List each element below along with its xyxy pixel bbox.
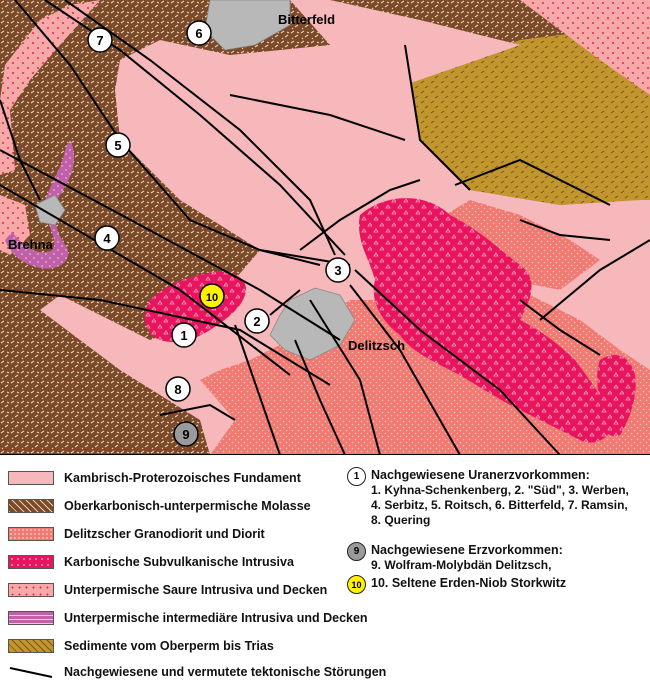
svg-text:2: 2 [253,314,260,329]
swatch-subvulkanit [8,555,54,569]
saure-intrusiva-nw [0,0,100,110]
marker-9[interactable]: 9 [173,421,199,447]
ore-line-1: 9. Wolfram-Molybdän Delitzsch, [371,558,552,572]
marker-10[interactable]: 10 [199,283,225,309]
legend-item-intermediaer: Unterpermische intermediäre Intrusiva un… [8,609,368,627]
town-delitzsch-area [269,287,356,361]
svg-text:6: 6 [195,26,202,41]
saure-intrusiva-ne [520,0,650,95]
svg-text:5: 5 [114,138,121,153]
town-label-brehna: Brehna [8,237,54,252]
legend-label: Kambrisch-Proterozoisches Fundament [64,471,301,485]
uranium-line-1: 1. Kyhna-Schenkenberg, 2. "Süd", 3. Werb… [371,483,629,497]
geological-map: Bitterfeld Brehna Delitzsch 7 6 5 4 3 10 [0,0,650,455]
marker-8[interactable]: 8 [165,376,191,402]
svg-text:10: 10 [206,292,218,304]
legend-item-subvulkanit: Karbonische Subvulkanische Intrusiva [8,553,294,571]
swatch-intermediaer [8,611,54,625]
swatch-oberperm-trias [8,639,54,653]
svg-text:4: 4 [103,231,111,246]
legend-label: Oberkarbonisch-unterpermische Molasse [64,499,311,513]
map-legend: Kambrisch-Proterozoisches Fundament Ober… [0,455,650,688]
legend-item-faults: Nachgewiesene und vermutete tektonische … [8,663,386,681]
swatch-saure-intrusiva [8,583,54,597]
svg-text:1: 1 [180,328,187,343]
legend-uranium-block: 1 Nachgewiesene Uranerzvorkommen: 1. Kyh… [347,467,629,528]
legend-label: Unterpermische Saure Intrusiva und Decke… [64,583,328,597]
legend-item-oberperm-trias: Sedimente vom Oberperm bis Trias [8,637,274,655]
subvulkanit-delitzsch [358,198,613,443]
legend-label: Karbonische Subvulkanische Intrusiva [64,555,294,569]
granodiorit-north [420,200,600,290]
svg-text:3: 3 [334,263,341,278]
marker-5[interactable]: 5 [105,132,131,158]
uranium-title: Nachgewiesene Uranerzvorkommen: [371,468,590,482]
town-label-bitterfeld: Bitterfeld [278,12,335,27]
legend-item-saure-intrusiva: Unterpermische Saure Intrusiva und Decke… [8,581,327,599]
marker-4[interactable]: 4 [94,225,120,251]
legend-label: Sedimente vom Oberperm bis Trias [64,639,274,653]
uranium-line-3: 8. Quering [371,513,431,527]
marker-7[interactable]: 7 [87,27,113,53]
svg-text:7: 7 [96,33,103,48]
deposit-markers: 7 6 5 4 3 10 2 1 [87,20,351,447]
legend-ore-block: 9 Nachgewiesene Erzvorkommen: 9. Wolfram… [347,542,563,573]
ore-title: Nachgewiesene Erzvorkommen: [371,543,563,557]
fundament-strip [290,0,520,85]
legend-label: Nachgewiesene und vermutete tektonische … [64,665,387,679]
town-label-delitzsch: Delitzsch [348,338,405,353]
marker-2[interactable]: 2 [244,308,270,334]
uranium-badge: 1 [347,467,366,486]
rare-earth-badge: 10 [347,575,366,594]
svg-text:8: 8 [174,382,181,397]
marker-3[interactable]: 3 [325,257,351,283]
subvulkanit-east [597,355,636,437]
legend-item-granodiorit: Delitzscher Granodiorit und Diorit [8,525,265,543]
legend-item-fundament: Kambrisch-Proterozoisches Fundament [8,469,301,487]
marker-6[interactable]: 6 [186,20,212,46]
ore-badge: 9 [347,542,366,561]
legend-rare-earth-block: 10 10. Seltene Erden-Niob Storkwitz [347,575,567,594]
swatch-fundament [8,471,54,485]
legend-item-molasse: Oberkarbonisch-unterpermische Molasse [8,497,311,515]
swatch-granodiorit [8,527,54,541]
marker-1[interactable]: 1 [171,322,197,348]
legend-label: Delitzscher Granodiorit und Diorit [64,527,265,541]
swatch-molasse [8,499,54,513]
legend-label: Unterpermische intermediäre Intrusiva un… [64,611,368,625]
oberperm-trias-unit [405,30,650,205]
uranium-line-2: 4. Serbitz, 5. Roitsch, 6. Bitterfeld, 7… [371,498,628,512]
fault-line-icon [9,667,53,678]
intermediaer-unit [5,140,75,269]
svg-text:9: 9 [182,427,189,442]
rare-earth-line-1: 10. Seltene Erden-Niob Storkwitz [371,576,567,590]
